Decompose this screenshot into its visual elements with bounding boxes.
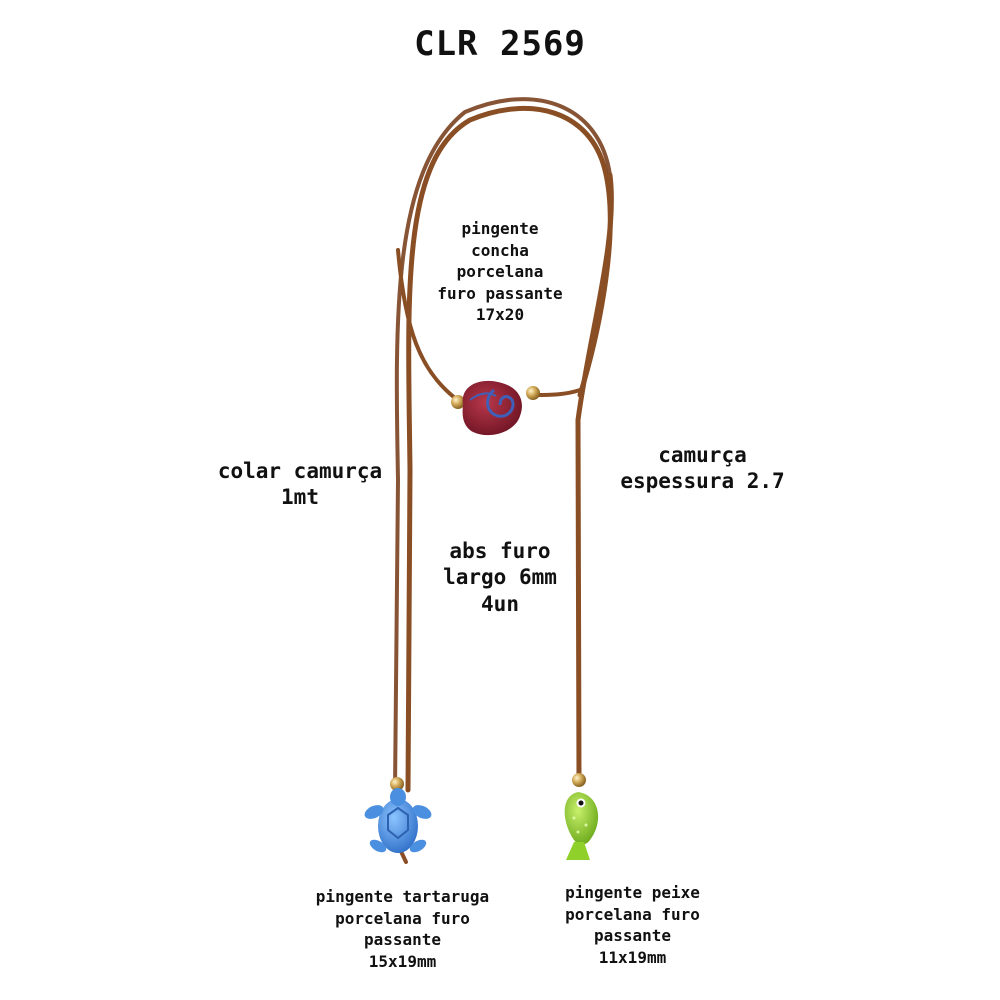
necklace-label: colar camurça 1mt — [190, 458, 410, 511]
fish-pendant-label-line-2: porcelana furo — [565, 904, 700, 924]
product-code: CLR 2569 — [414, 24, 586, 64]
gold-bead-shell-left — [451, 395, 465, 409]
shell-pendant-icon — [462, 380, 522, 436]
turtle-pendant-label-line-1: pingente tartaruga — [315, 887, 490, 906]
gold-bead-fish — [572, 773, 586, 787]
abs-beads-label-line-1: abs furo — [449, 539, 551, 563]
shell-pendant-label: pingente concha porcelana furo passante … — [390, 218, 610, 326]
necklace-label-line-2: 1mt — [281, 485, 319, 510]
fish-pendant-label: pingente peixe porcelana furo passante 1… — [540, 882, 725, 968]
fish-pendant-label-line-1: pingente peixe — [565, 883, 700, 902]
gold-bead-turtle — [390, 777, 404, 791]
fish-pendant-icon — [564, 792, 599, 860]
shell-pendant-label-line-1: pingente — [461, 219, 539, 238]
abs-beads-label-line-3: 4un — [481, 591, 519, 616]
gold-bead-shell-right — [526, 386, 540, 400]
shell-pendant-label-line-3: porcelana — [456, 262, 544, 282]
fish-pendant-label-line-4: 11x19mm — [598, 947, 667, 967]
turtle-pendant-label: pingente tartaruga porcelana furo passan… — [290, 886, 515, 972]
suede-label-line-1: camurça — [658, 443, 747, 467]
suede-label: camurça espessura 2.7 — [595, 442, 810, 495]
suede-cord-inner — [393, 97, 612, 792]
shell-pendant-label-line-2: concha — [471, 240, 529, 260]
turtle-pendant-label-line-2: porcelana furo — [335, 908, 470, 928]
fish-pendant-label-line-3: passante — [593, 926, 672, 946]
necklace-label-line-1: colar camurça — [217, 459, 383, 483]
turtle-pendant-label-line-3: passante — [363, 930, 442, 950]
suede-label-line-2: espessura 2.7 — [620, 469, 785, 494]
suede-cord-right-drop — [575, 172, 614, 783]
shell-pendant-label-line-5: 17x20 — [475, 305, 525, 325]
shell-pendant-label-line-4: furo passante — [437, 283, 563, 303]
abs-beads-label: abs furo largo 6mm 4un — [400, 538, 600, 617]
suede-cord-loop — [405, 105, 613, 793]
turtle-pendant-label-line-4: 15x19mm — [368, 951, 437, 971]
abs-beads-label-line-2: largo 6mm — [443, 565, 557, 590]
turtle-pendant-icon — [364, 788, 432, 853]
